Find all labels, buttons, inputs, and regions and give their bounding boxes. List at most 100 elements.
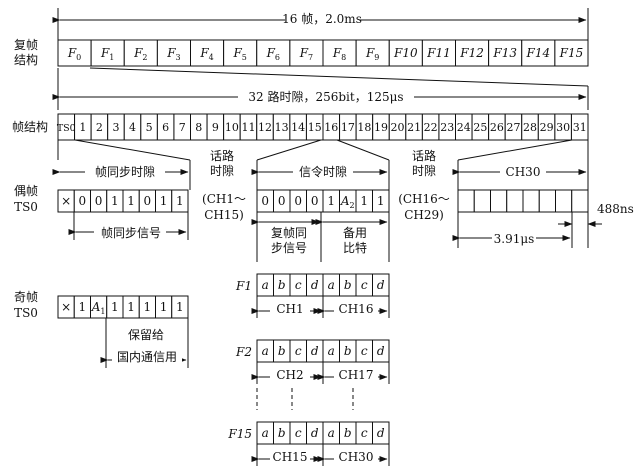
svg-text:比特: 比特 (343, 240, 367, 255)
timeslot-label: 16 (324, 121, 338, 134)
timeslot-cell-6: 6 (156, 113, 175, 141)
multiframe-cell-label: F7 (299, 46, 313, 62)
timeslot-cell-2: 2 (90, 113, 109, 141)
timeslot-cell-7: 7 (173, 113, 191, 141)
odd-bit-label: 1 (127, 300, 135, 314)
signalling-bit-label: 0 (261, 194, 269, 208)
odd-bit-label: × (61, 300, 71, 314)
ts16-bit-label: d (311, 278, 319, 292)
ch30-header: CH30 (506, 165, 541, 179)
timeslot-cell-16: 16 (322, 113, 341, 141)
timeslot-label: 31 (573, 121, 587, 134)
ch30-bit-5 (538, 189, 556, 213)
timeslot-label: 7 (179, 121, 186, 134)
speech-slots-left: 话路 时隙 (CH1～ CH15) (202, 148, 246, 222)
timeslot-cell-8: 8 (190, 113, 208, 141)
ts16-bit-label: b (278, 426, 286, 440)
signalling-bit-6: 1 (355, 189, 373, 213)
ts16-frame-name: F2 (235, 345, 252, 359)
signalling-bit-label: 0 (294, 194, 302, 208)
even-bit-4: 1 (122, 189, 140, 213)
ts16-bit-label: c (295, 426, 302, 440)
even-bit-label: 0 (144, 194, 152, 208)
svg-text:话路: 话路 (210, 148, 234, 163)
ts16-bit-4: a (322, 421, 340, 445)
even-ts0-label-1: 偶帧 (14, 184, 38, 198)
ts16-bit-label: c (361, 426, 368, 440)
ch30-section: CH30 3.91μs 488ns (452, 164, 634, 248)
ts16-channel-right: CH17 (339, 368, 374, 382)
timeslot-label: 1 (79, 121, 86, 134)
timeslot-cell-11: 11 (239, 113, 258, 141)
ch30-bit-4 (522, 189, 540, 213)
multiframe-cell-2: F2 (123, 39, 158, 67)
ts16-bit-label: c (295, 344, 302, 358)
ts16-bit-5: b (339, 421, 357, 445)
multiframe-cell-8: F8 (322, 39, 357, 67)
timeslot-cell-28: 28 (521, 113, 539, 141)
signalling-bit-4: 1 (322, 189, 340, 213)
timeslot-cell-4: 4 (123, 113, 142, 141)
signalling-bit-label: 1 (327, 194, 335, 208)
ts16-bit-0: a (256, 273, 274, 297)
even-bit-0: × (57, 189, 75, 213)
svg-text:CH15): CH15) (204, 208, 244, 222)
ch30-bits (457, 189, 589, 213)
odd-ts0-caption-2: 国内通信用 (117, 350, 177, 364)
multiframe-cell-10: F10 (388, 39, 423, 67)
timeslot-cell-21: 21 (405, 113, 423, 141)
even-bit-label: 1 (111, 194, 119, 208)
even-ts0-caption: 帧同步信号 (101, 226, 161, 240)
timeslot-label: 28 (523, 121, 537, 134)
odd-ts0-label-1: 奇帧 (14, 290, 38, 304)
timeslot-label: 27 (506, 121, 520, 134)
multiframe-cell-15: F15 (554, 39, 589, 67)
ts16-bit-label: a (262, 426, 269, 440)
even-bit-5: 0 (138, 189, 156, 213)
ts16-bit-2: c (289, 421, 307, 445)
multiframe-cell-label: F6 (266, 46, 280, 62)
timeslot-label: 30 (556, 121, 570, 134)
even-bit-label: × (61, 194, 71, 208)
timeslot-label: 15 (308, 121, 322, 134)
odd-bit-7: 1 (171, 295, 189, 319)
timeslot-label: 13 (275, 121, 289, 134)
ts16-bit-7: d (372, 339, 390, 363)
ch30-bit-width: 488ns (597, 202, 634, 216)
multiframe-cell-14: F14 (521, 39, 556, 67)
ts16-bit-7: d (372, 273, 390, 297)
timeslot-label: 3 (112, 121, 119, 134)
ts16-bit-label: d (377, 426, 385, 440)
signalling-bit-label: 0 (278, 194, 286, 208)
timeslot-label: 20 (391, 121, 405, 134)
odd-bit-1: 1 (73, 295, 91, 319)
timeslot-cell-22: 22 (421, 113, 440, 141)
odd-bit-2: A1 (90, 295, 108, 319)
multiframe-cell-label: F3 (166, 46, 180, 62)
multiframe-cell-label: F9 (365, 46, 379, 62)
signalling-bit-7: 1 (372, 189, 390, 213)
timeslot-label: 23 (440, 121, 454, 134)
ts16-bit-6: c (355, 339, 373, 363)
ts16-bit-5: b (339, 273, 357, 297)
multiframe-cell-label: F5 (232, 46, 246, 62)
timeslot-cell-12: 12 (256, 113, 274, 141)
odd-bit-label: 1 (176, 300, 184, 314)
timeslot-label: 8 (195, 121, 202, 134)
ts16-bit-label: c (295, 278, 302, 292)
signalling-bit-label: 1 (360, 194, 368, 208)
ch30-bit-time: 3.91μs (494, 232, 535, 246)
ts16-channel-right: CH16 (339, 302, 374, 316)
ts16-bit-5: b (339, 339, 357, 363)
timeslot-label: 22 (424, 121, 438, 134)
ts16-bit-3: d (306, 273, 324, 297)
multiframe-cell-5: F5 (223, 39, 258, 67)
